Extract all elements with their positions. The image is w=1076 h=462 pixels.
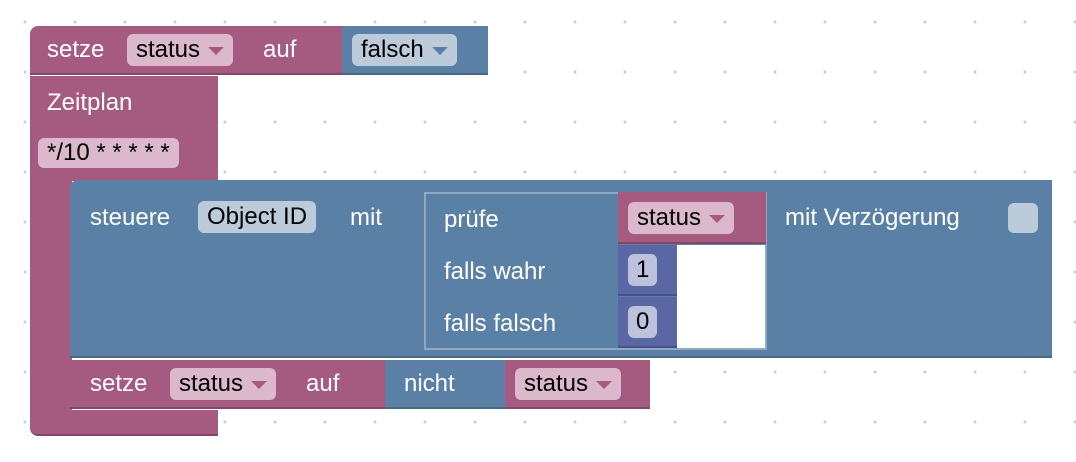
chevron-down-icon [251, 380, 268, 389]
chevron-down-icon [431, 46, 448, 55]
set-status-not-block[interactable]: setze status auf [70, 360, 386, 409]
to-label: auf [263, 36, 297, 63]
variable-dropdown[interactable]: status [515, 368, 622, 400]
with-label: mit [350, 204, 382, 231]
control-label: steuere [90, 204, 171, 231]
schedule-block[interactable]: Zeitplan */10 * * * * * [30, 76, 218, 181]
number-field[interactable]: 1 [628, 254, 658, 286]
delay-checkbox[interactable] [1008, 203, 1038, 233]
set-label: setze [90, 370, 148, 397]
chevron-down-icon [709, 214, 726, 223]
cron-field[interactable]: */10 * * * * * [38, 138, 179, 168]
variable-dropdown[interactable]: status [628, 202, 735, 234]
if-false-label: falls falsch [444, 310, 557, 337]
set-status-false-block[interactable]: setze status auf [30, 26, 344, 75]
set-label: setze [47, 36, 105, 63]
chevron-down-icon [596, 380, 613, 389]
not-block[interactable]: nicht [385, 360, 506, 409]
empty-slot-area [677, 245, 765, 348]
if-true-label: falls wahr [444, 258, 546, 285]
check-label: prüfe [444, 206, 499, 233]
schedule-label: Zeitplan [47, 89, 133, 116]
boolean-dropdown[interactable]: falsch [352, 34, 457, 66]
not-label: nicht [404, 370, 455, 397]
schedule-block-bottom [30, 410, 218, 436]
to-label: auf [306, 370, 340, 397]
variable-dropdown[interactable]: status [170, 368, 277, 400]
variable-dropdown[interactable]: status [127, 34, 234, 66]
chevron-down-icon [208, 46, 225, 55]
schedule-block-spine [30, 180, 72, 420]
object-id-field[interactable]: Object ID [198, 201, 317, 233]
number-block-true[interactable]: 1 [618, 245, 677, 296]
boolean-value-block[interactable]: falsch [342, 26, 488, 75]
number-field[interactable]: 0 [628, 306, 658, 338]
delay-label: mit Verzögerung [785, 204, 960, 231]
not-variable-block[interactable]: status [505, 360, 650, 409]
condition-variable-block[interactable]: status [618, 192, 766, 244]
number-block-false[interactable]: 0 [618, 297, 677, 348]
